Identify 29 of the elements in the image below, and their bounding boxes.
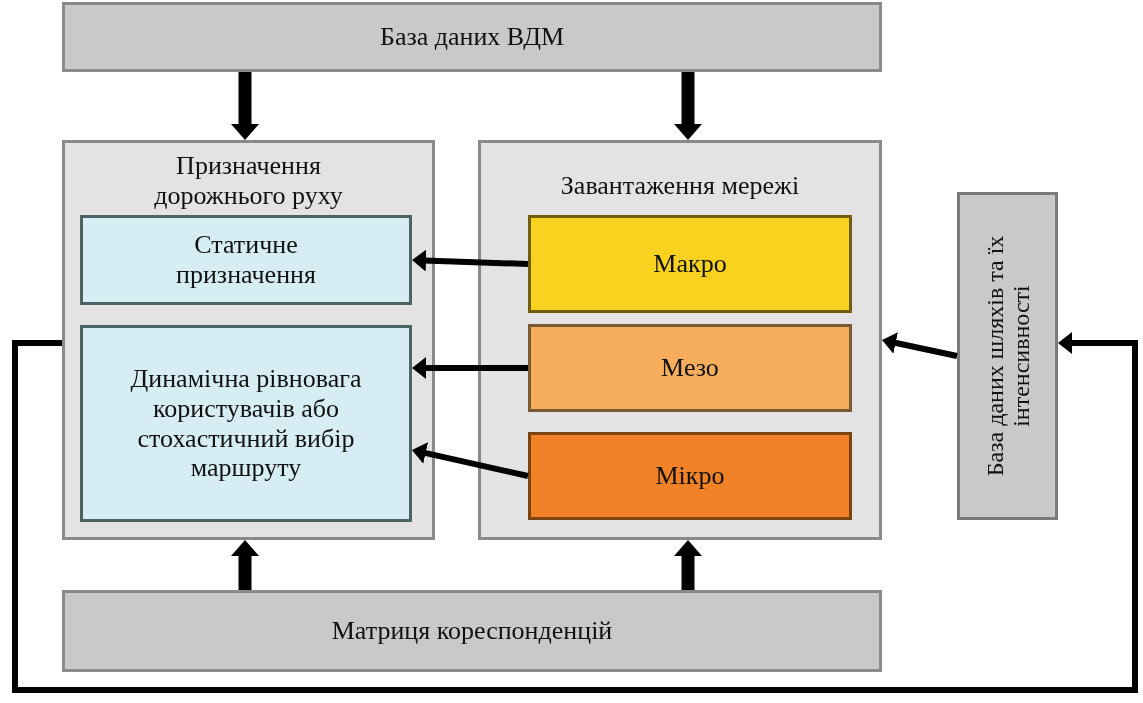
panel-heading: Завантаження мережі [559,171,801,201]
process-box [62,2,882,72]
box-label: Статичне призначення [175,230,317,290]
arrow [674,72,702,140]
arrow [412,357,528,379]
arrow [231,540,259,590]
box-label: Мікро [654,461,726,491]
group-panel [478,140,882,540]
process-box [957,192,1058,520]
process-box [528,324,852,412]
process-box [80,325,412,522]
process-box [62,590,882,672]
box-label: Динамічна рівновага користувачів або стохастичний вибір маршруту [129,363,363,484]
panel-heading: Призначення дорожнього руху [153,151,344,211]
process-box [528,432,852,520]
box-label: Матриця кореспонденцій [330,616,614,646]
box-label: База даних шляхів та їх інтенсивності [981,234,1034,479]
arrow [231,72,259,140]
box-label: База даних ВДМ [378,22,566,52]
arrow [412,249,529,272]
process-box [80,215,412,305]
arrow [12,332,1138,693]
box-label: Макро [652,249,728,279]
arrow [674,540,702,590]
box-label: Мезо [660,353,720,383]
group-panel [62,140,435,540]
arrow [882,332,958,359]
process-box [528,215,852,313]
arrow [412,442,529,479]
